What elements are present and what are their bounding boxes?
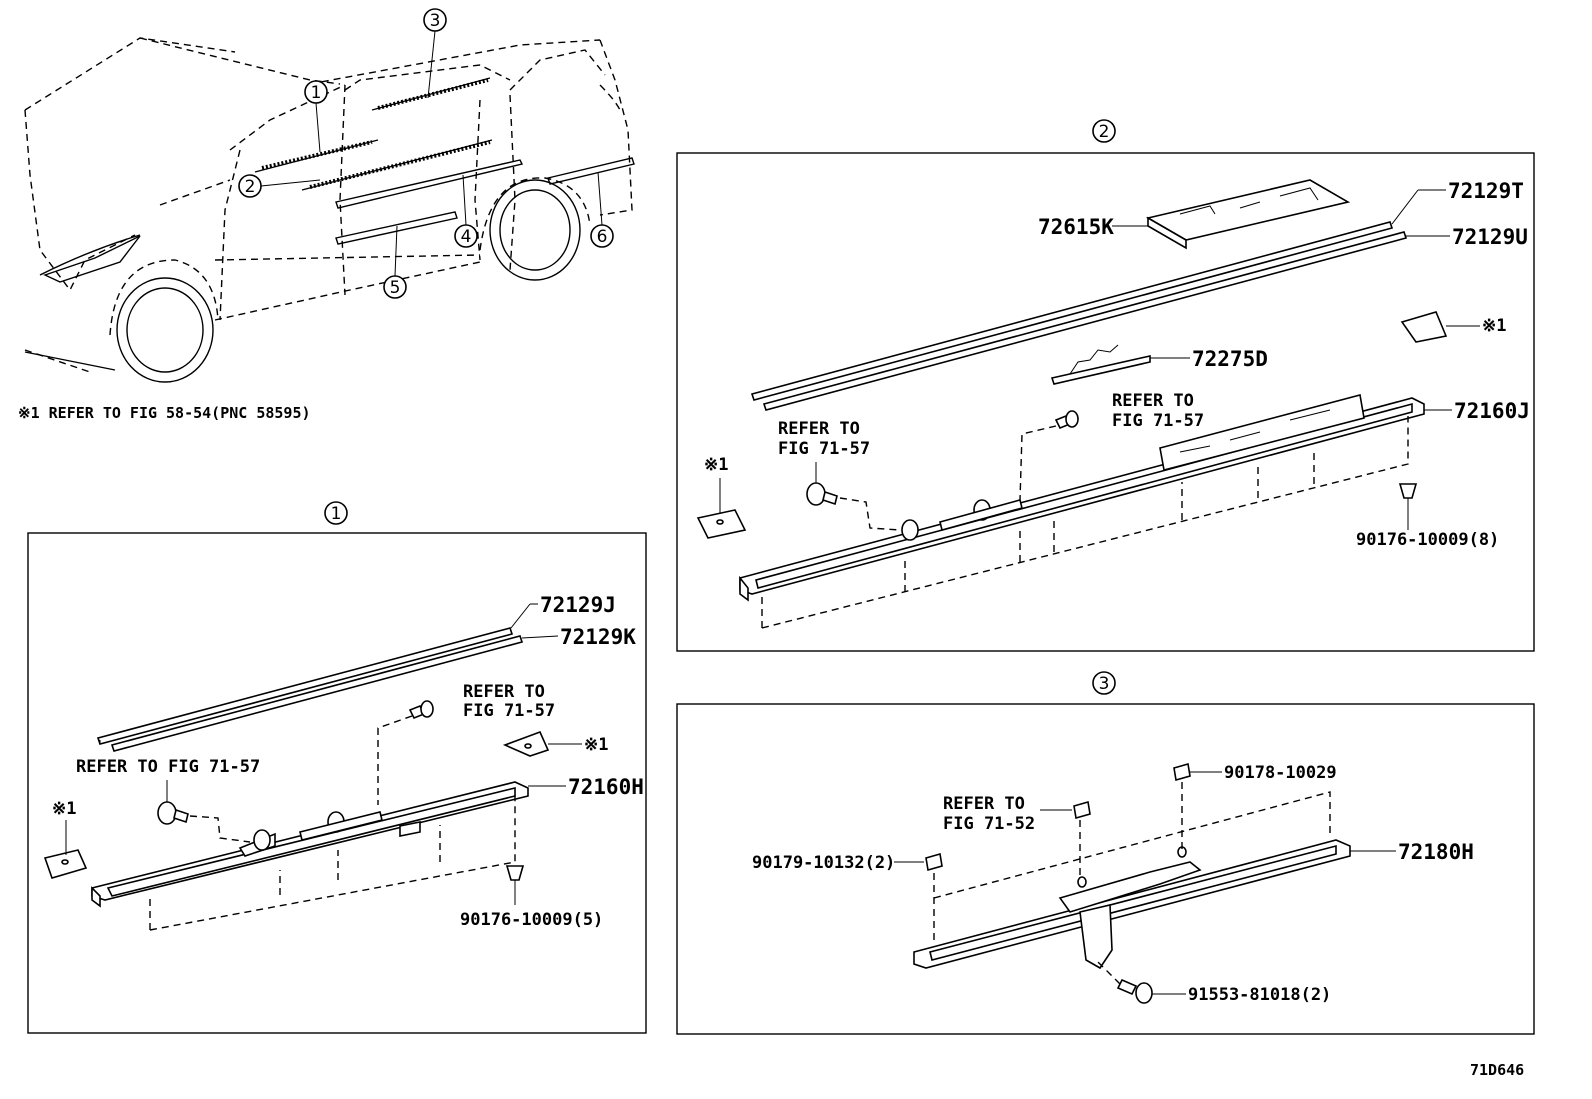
vehicle-overview xyxy=(24,37,635,383)
refer-3-line1: REFER TO xyxy=(943,794,1025,814)
refer-3-line2: FIG 71-52 xyxy=(943,814,1035,834)
refer-upper-line2: FIG 71-57 xyxy=(463,701,555,721)
panel-3: 3 72180H 90178-10029 REFER TO FIG 71-52 xyxy=(676,671,1535,1035)
callout-4: 4 xyxy=(454,174,478,248)
pad-note-2-right xyxy=(1400,311,1448,343)
svg-text:5: 5 xyxy=(390,278,401,298)
panel-3-frame xyxy=(676,703,1535,1035)
callout-5: 5 xyxy=(383,225,407,299)
label-72129J: 72129J xyxy=(540,593,616,617)
bolt-upper xyxy=(408,700,434,720)
rail-72129T-U xyxy=(750,221,1408,411)
pad-note-2-left xyxy=(696,509,747,539)
refer-left: REFER TO FIG 71-57 xyxy=(76,757,260,777)
refer-2-upper-line1: REFER TO xyxy=(1112,391,1194,411)
refer-2-left-line1: REFER TO xyxy=(778,419,860,439)
label-72129K: 72129K xyxy=(560,625,636,649)
label-90176-8: 90176-10009(8) xyxy=(1356,530,1499,550)
bracket-72160H xyxy=(91,781,529,908)
rail-72180H xyxy=(913,839,1351,970)
pad-note-1-right xyxy=(502,730,550,757)
svg-text:4: 4 xyxy=(461,227,472,247)
clip-72275D xyxy=(1050,344,1151,385)
note-mark-right: ※1 xyxy=(584,735,608,755)
callout-6: 6 xyxy=(590,171,614,248)
svg-text:1: 1 xyxy=(311,83,322,103)
label-90179: 90179-10132(2) xyxy=(752,853,895,873)
nut-90179 xyxy=(925,852,943,872)
rail-72129J-K xyxy=(96,627,524,752)
note-mark-2-left: ※1 xyxy=(704,455,728,475)
pad-note-1-left xyxy=(43,849,88,879)
refer-upper-line1: REFER TO xyxy=(463,682,545,702)
svg-text:3: 3 xyxy=(430,11,441,31)
bolt-2-left xyxy=(806,482,838,506)
note-mark-left: ※1 xyxy=(52,799,76,819)
panel-1-title: 1 xyxy=(331,504,342,524)
bolt-left xyxy=(157,801,189,825)
callout-2: 2 xyxy=(238,174,321,198)
label-72160J: 72160J xyxy=(1454,399,1530,423)
callout-1: 1 xyxy=(304,80,328,153)
callout-3: 3 xyxy=(423,8,447,99)
refer-2-upper-line2: FIG 71-57 xyxy=(1112,411,1204,431)
panel-1: 1 72129J 72129K 72160H xyxy=(27,501,647,1034)
clip-90176-8 xyxy=(1398,483,1418,530)
svg-text:2: 2 xyxy=(245,177,256,197)
label-72180H: 72180H xyxy=(1398,840,1474,864)
label-72615K: 72615K xyxy=(1038,215,1114,239)
clip-90176-5 xyxy=(505,865,525,905)
panel-2-title: 2 xyxy=(1099,122,1110,142)
label-72129U: 72129U xyxy=(1452,225,1528,249)
label-72129T: 72129T xyxy=(1448,179,1524,203)
overview-note: ※1 REFER TO FIG 58-54(PNC 58595) xyxy=(18,404,311,422)
nut-90178 xyxy=(1173,762,1191,782)
panel-3-title: 3 xyxy=(1099,674,1110,694)
nut-refer xyxy=(1073,800,1091,820)
figure-code: 71D646 xyxy=(1470,1061,1524,1079)
panel-1-frame xyxy=(27,532,647,1034)
bolt-91553 xyxy=(1116,978,1153,1004)
bolt-2-upper xyxy=(1054,410,1079,430)
bracket-72160J xyxy=(739,394,1425,602)
overview-callouts: 3 1 2 4 5 6 xyxy=(238,8,614,299)
panel-2: 2 72615K 72129T 72129U 72275D xyxy=(676,119,1535,652)
panel-2-frame xyxy=(676,152,1535,652)
refer-2-left-line2: FIG 71-57 xyxy=(778,439,870,459)
label-72275D: 72275D xyxy=(1192,347,1268,371)
label-90178: 90178-10029 xyxy=(1224,763,1337,783)
note-mark-2-right: ※1 xyxy=(1482,316,1506,336)
label-91553: 91553-81018(2) xyxy=(1188,985,1331,1005)
label-90176-5: 90176-10009(5) xyxy=(460,910,603,930)
svg-text:6: 6 xyxy=(597,227,608,247)
badge-72615K xyxy=(1145,179,1351,250)
label-72160H: 72160H xyxy=(568,775,644,799)
